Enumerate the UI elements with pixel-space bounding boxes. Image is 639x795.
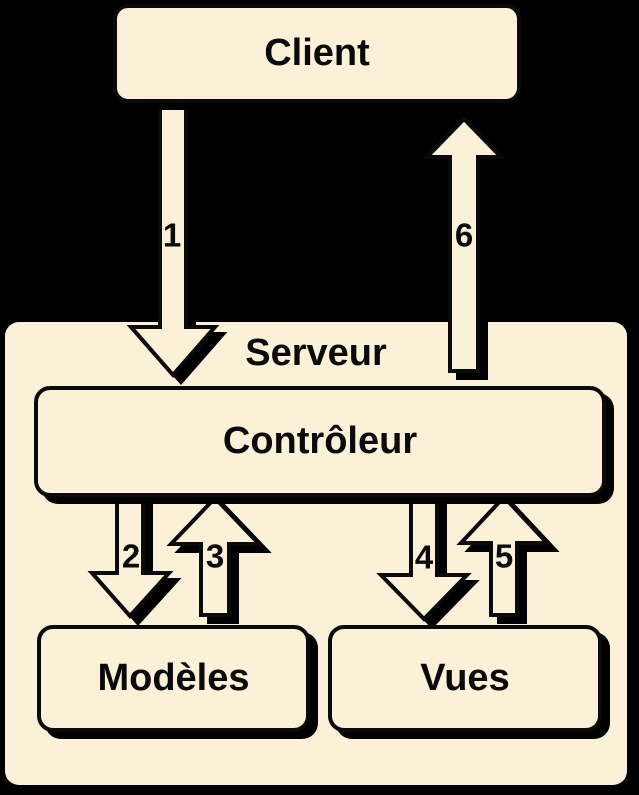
node-controller: Contrôleur <box>34 386 606 497</box>
node-models-label: Modèles <box>97 657 250 699</box>
node-views-label: Vues <box>420 657 510 699</box>
arrow-step-1: 1 <box>162 216 182 254</box>
arrow-client-to-controller <box>126 102 228 386</box>
arrow-1-body <box>126 102 220 379</box>
server-label: Serveur <box>245 332 387 374</box>
arrow-2-body <box>87 497 174 619</box>
arrow-controller-to-client <box>422 116 514 380</box>
node-models: Modèles <box>37 625 310 732</box>
node-client-label: Client <box>264 32 370 74</box>
arrow-5-body <box>456 494 552 617</box>
arrow-step-6: 6 <box>454 216 474 254</box>
node-views: Vues <box>328 625 602 732</box>
arrow-6-body <box>422 116 506 373</box>
arrow-models-to-controller <box>166 495 272 624</box>
arrow-views-to-controller <box>456 494 560 624</box>
arrow-3-body <box>166 495 264 617</box>
node-controller-label: Contrôleur <box>222 420 418 462</box>
arrow-step-5: 5 <box>494 537 514 575</box>
arrow-controller-to-views <box>376 497 480 629</box>
arrow-step-2: 2 <box>121 537 141 575</box>
arrow-step-3: 3 <box>205 537 225 575</box>
arrow-controller-to-models <box>87 497 182 626</box>
node-client: Client <box>113 4 521 103</box>
arrow-step-4: 4 <box>414 538 434 576</box>
arrow-4-body <box>376 497 472 622</box>
